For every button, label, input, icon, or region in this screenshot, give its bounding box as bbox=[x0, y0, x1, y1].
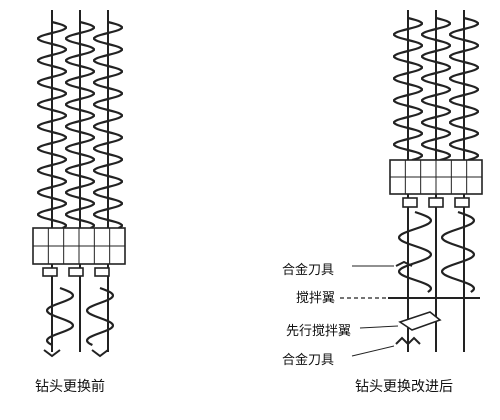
right-joint-block bbox=[389, 159, 483, 195]
leader-alloy-tool-lower bbox=[351, 345, 395, 357]
caption-after: 钻头更换改进后 bbox=[355, 379, 453, 395]
left-helix-1 bbox=[37, 20, 67, 229]
right-coupler-3 bbox=[454, 197, 470, 208]
right-helix-1 bbox=[393, 16, 423, 162]
right-helix-2 bbox=[421, 16, 451, 162]
left-lower-helix-1 bbox=[46, 286, 74, 346]
right-lower-helix-2 bbox=[441, 210, 475, 293]
right-lower-helix-1 bbox=[398, 210, 432, 293]
right-coupler-2 bbox=[428, 197, 444, 208]
left-coupler-3 bbox=[94, 267, 110, 277]
alloy-tool-teeth-lower bbox=[395, 336, 421, 346]
label-mixing-wing: 搅拌翼 bbox=[296, 291, 336, 306]
label-lead-mixing-wing: 先行搅拌翼 bbox=[286, 324, 352, 339]
right-helix-3 bbox=[449, 16, 479, 162]
leader-lead-mixing-wing bbox=[359, 325, 399, 329]
left-tip-1 bbox=[43, 349, 61, 358]
alloy-tool-teeth-upper bbox=[395, 260, 413, 267]
left-joint-block bbox=[32, 227, 126, 265]
auger-before-figure bbox=[32, 10, 126, 358]
label-alloy-tool-lower: 合金刀具 bbox=[282, 353, 335, 368]
lead-mixing-wing bbox=[398, 311, 442, 331]
left-helix-3 bbox=[93, 20, 123, 229]
caption-before: 钻头更换前 bbox=[35, 379, 105, 395]
left-coupler-1 bbox=[42, 267, 58, 277]
left-tip-2 bbox=[91, 349, 109, 358]
left-helix-2 bbox=[65, 20, 95, 229]
left-coupler-2 bbox=[68, 267, 84, 277]
right-coupler-1 bbox=[402, 197, 418, 208]
auger-after-figure bbox=[340, 10, 483, 357]
left-lower-helix-2 bbox=[86, 286, 114, 346]
label-alloy-tool-upper: 合金刀具 bbox=[282, 263, 335, 278]
